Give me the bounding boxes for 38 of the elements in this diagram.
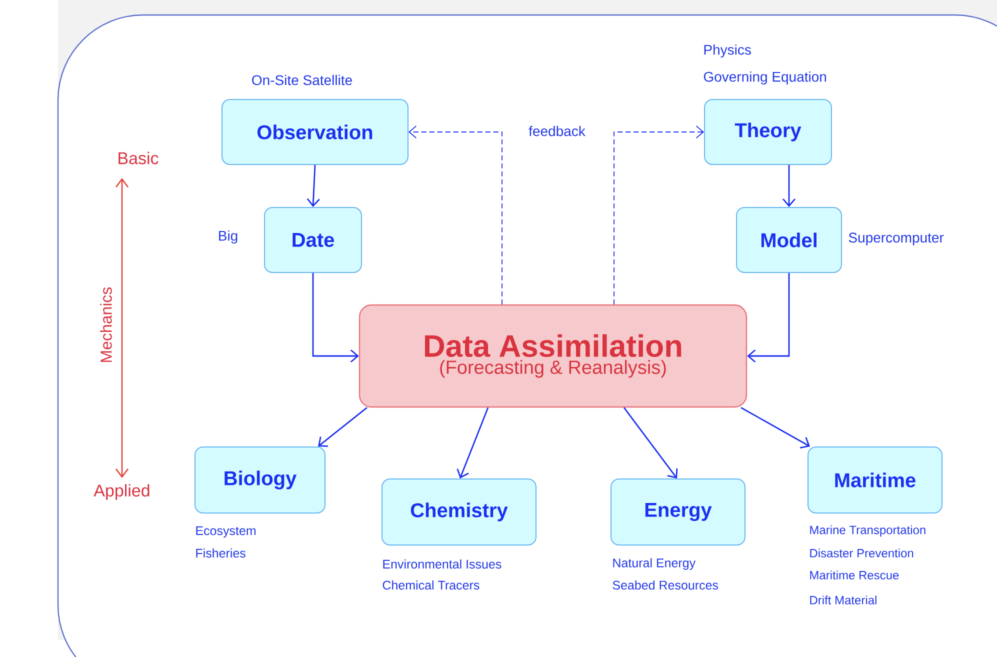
process-box: Biology — [194, 446, 326, 514]
annotation-text: Governing Equation — [704, 71, 826, 85]
arrow — [740, 407, 810, 448]
annotation-text: Marine Transportation — [810, 525, 926, 537]
arrow — [456, 407, 489, 478]
annotation-text: Disaster Prevention — [810, 548, 914, 558]
annotation-text: Physics — [704, 44, 751, 58]
arrow — [623, 407, 678, 479]
annotation-text: Natural Energy — [613, 558, 696, 570]
annotation-text: Big — [219, 230, 238, 244]
process-box: Maritime — [808, 446, 942, 514]
feedback-arrow — [614, 126, 704, 305]
central-box: Data Assimilation (Forecasting & Reanalysis) — [358, 304, 748, 408]
edge-label: feedback — [528, 126, 586, 136]
feedback-arrow — [408, 126, 502, 305]
axis-label: Basic — [118, 152, 158, 164]
arrow — [312, 273, 359, 363]
annotation-text: Fisheries — [196, 548, 246, 558]
process-box: Date — [264, 207, 362, 273]
arrow — [782, 165, 796, 207]
arrow — [318, 407, 368, 447]
process-box: Chemistry — [382, 478, 536, 546]
axis-label: Applied — [94, 484, 150, 500]
annotation-text: On-Site Satellite — [252, 74, 352, 86]
annotation-text: Chemical Tracers — [382, 580, 480, 590]
annotation-text: Ecosystem — [196, 526, 256, 538]
annotation-text: Seabed Resources — [612, 580, 718, 590]
arrow — [306, 164, 320, 207]
process-box: Energy — [610, 478, 746, 546]
annotation-text: Supercomputer — [848, 232, 944, 246]
process-box: Model — [736, 207, 842, 273]
axis-label: Mechanics — [100, 287, 112, 362]
annotation-text: Environmental Issues — [383, 559, 502, 569]
process-box: Observation — [222, 99, 408, 165]
process-box: Theory — [704, 99, 832, 165]
arrow — [747, 273, 790, 363]
annotation-text: Drift Material — [810, 596, 876, 604]
annotation-text: Maritime Rescue — [810, 570, 899, 580]
